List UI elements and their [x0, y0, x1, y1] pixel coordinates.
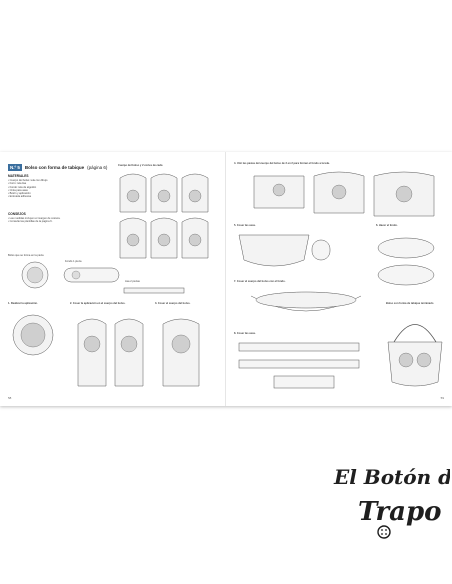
logo-line-2: Trapo — [358, 497, 442, 527]
step-2: 2. Coser la aplicación en el cuerpo del … — [70, 302, 126, 305]
step-5: 5. Coser las asas. — [234, 224, 256, 227]
finished-bag-label: Bolso con forma de tabique terminado — [386, 302, 434, 305]
notes-heading: CONSEJOS — [8, 212, 26, 216]
strap-piece-label: Asa 2 piezas — [125, 280, 140, 283]
right-page: 4. Unir las piezas del cuerpo del bolso … — [226, 152, 452, 406]
step-3: 3. Coser el cuerpo del bolso. — [155, 302, 191, 305]
step-8: 8. Coser las asas. — [234, 332, 256, 335]
bag-piece-label: Bolso que se forma en la pieza — [8, 254, 44, 257]
materials-list: • Cuerpo del bolso: tela con dibujo • Fo… — [8, 179, 98, 199]
step-6: 6. Hacer el fondo. — [376, 224, 398, 227]
material-item: • Forro: tela lisa — [8, 182, 27, 186]
step-7: 7. Coser el cuerpo del bolso con el fond… — [234, 280, 286, 283]
note-item: • Consulte las plantillas de la página 6… — [8, 220, 53, 224]
page-number-right: 59 — [440, 396, 444, 400]
bag-body-diagram — [162, 318, 200, 387]
straps-diagram — [238, 342, 360, 389]
handle-piece-diagram — [63, 267, 120, 283]
bag-piece-diagram — [21, 261, 49, 289]
applique-sew-diagram — [77, 318, 144, 387]
pattern-title-text: Bolso con forma de tabique — [24, 165, 85, 170]
pattern-pieces-diagram — [119, 173, 209, 259]
strap-piece-diagram — [123, 287, 185, 294]
logo-line-1: El Botón de — [333, 465, 450, 489]
pattern-title: N.º 5 Bolso con forma de tabique (página… — [8, 164, 107, 171]
material-item: • Botón y aplicación — [8, 192, 31, 196]
material-item: • Cinta para asas — [8, 188, 28, 192]
cut-heading: Cuerpo del bolso y 2 cortes de cada — [118, 164, 163, 167]
pattern-title-suffix: (página 6) — [87, 165, 108, 170]
pattern-number: N.º 5 — [8, 164, 22, 171]
material-item: • Fondo: tela de algodón — [8, 185, 37, 189]
join-pieces-diagram — [253, 171, 435, 217]
materials-heading: MATERIALES — [8, 174, 29, 178]
button-icon — [377, 525, 391, 539]
left-page: N.º 5 Bolso con forma de tabique (página… — [0, 152, 226, 406]
notes-list: • Las medidas incluyen el margen de cost… — [8, 217, 98, 224]
page-number-left: 58 — [8, 396, 12, 400]
step-1: 1. Realizar la aplicación. — [8, 302, 38, 305]
el-boton-de-trapo-logo: El Botón de Trapo — [333, 465, 450, 539]
note-item: • Las medidas incluyen el margen de cost… — [8, 217, 61, 220]
step-4: 4. Unir las piezas del cuerpo del bolso … — [234, 162, 330, 165]
finished-bag-diagram — [387, 324, 443, 387]
material-item: • Entretela adhesiva — [8, 195, 32, 199]
assemble-diagram — [250, 291, 362, 312]
handles-diagram — [238, 234, 331, 267]
book-spread: N.º 5 Bolso con forma de tabique (página… — [0, 152, 452, 406]
material-item: • Cuerpo del bolso: tela con dibujo — [8, 179, 48, 182]
handle-piece-label: Fondo 1 pieza — [65, 260, 82, 263]
applique-diagram — [12, 314, 54, 356]
bottom-diagram — [377, 237, 435, 286]
